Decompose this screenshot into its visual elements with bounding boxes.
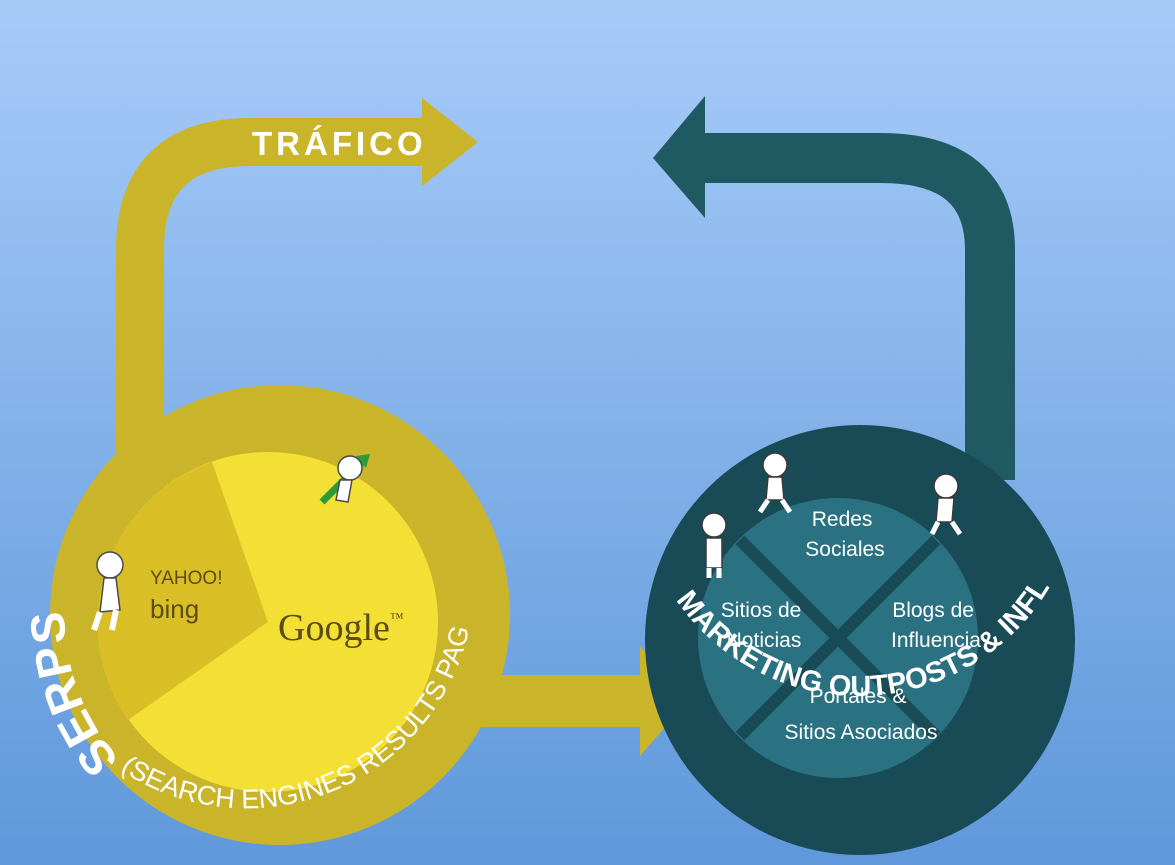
return-arrow-loop — [705, 133, 1015, 480]
yahoo-logo: YAHOO! — [150, 568, 223, 589]
quadrant-blogs-influencia: Blogs de Influencia — [891, 599, 981, 652]
traffic-arrow-head — [422, 98, 478, 186]
person-running-icon — [929, 473, 963, 536]
quadrant-redes-sociales: Redes Sociales — [805, 508, 884, 561]
google-tm: ™ — [390, 611, 404, 626]
person-walking-icon — [757, 452, 793, 514]
traffic-arrow-loop — [116, 118, 425, 520]
traffic-label: TRÁFICO — [252, 125, 427, 162]
google-logo: Google™ — [278, 607, 404, 649]
google-logo-text: Google — [278, 607, 390, 649]
quadrant-left-line2: Noticias — [727, 629, 802, 652]
quadrant-right-line2: Influencia — [891, 629, 981, 652]
quadrant-left-line1: Sitios de — [721, 599, 802, 622]
quadrant-right-line1: Blogs de — [892, 599, 974, 622]
person-arms-crossed-icon — [701, 512, 727, 578]
return-arrow-head — [653, 96, 705, 218]
quadrant-portales: Portales & Sitios Asociados — [785, 685, 938, 744]
quadrant-bottom-line1: Portales & — [810, 685, 907, 708]
quadrant-top-line1: Redes — [812, 508, 873, 531]
person-leaning-icon — [91, 551, 124, 631]
person-climbing-icon — [319, 454, 370, 505]
quadrant-sitios-noticias: Sitios de Noticias — [721, 599, 807, 652]
other-engines-slice — [97, 462, 268, 720]
quadrant-bottom-line2: Sitios Asociados — [785, 721, 938, 744]
quadrant-top-line2: Sociales — [805, 538, 884, 561]
bing-logo: bing — [150, 594, 199, 624]
